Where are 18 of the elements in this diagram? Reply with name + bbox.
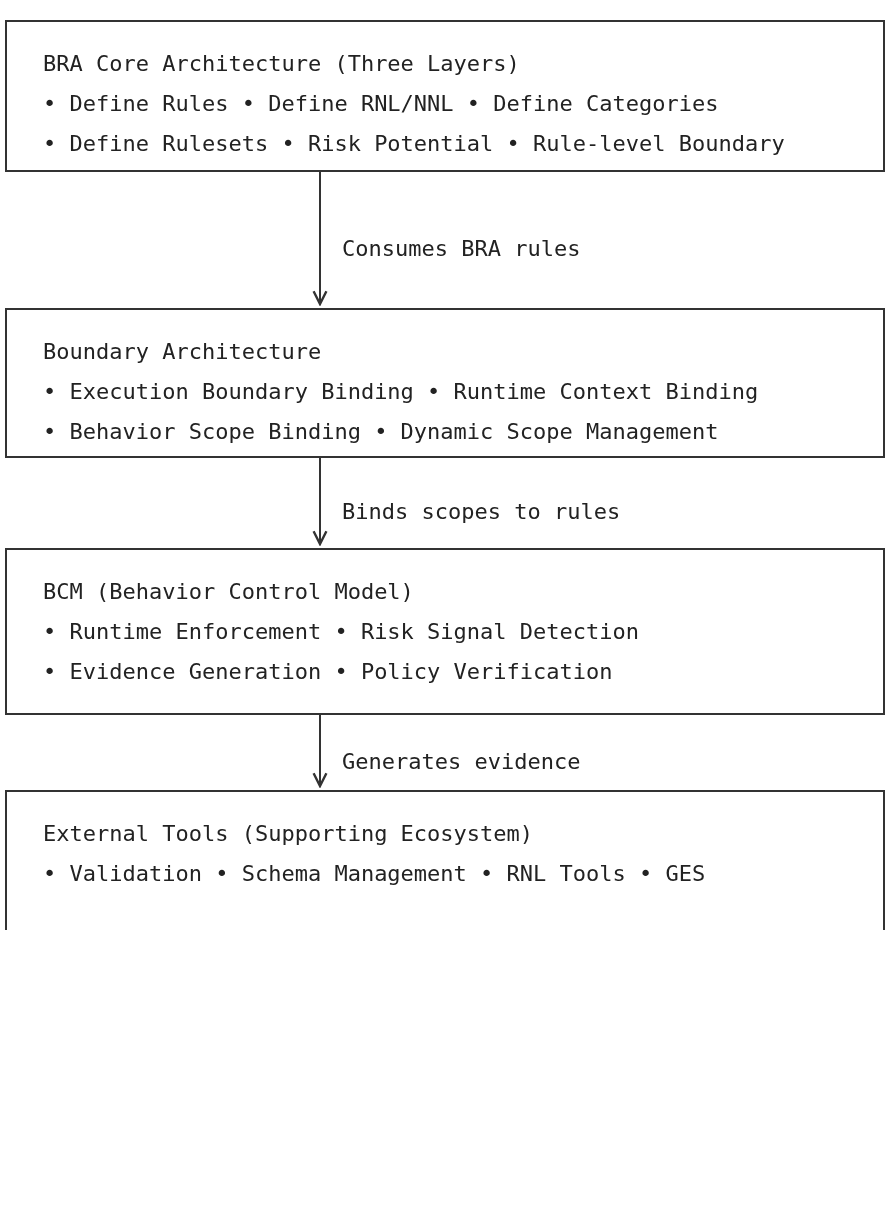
layer-box [5,308,885,458]
bullet-list: • Define Rulesets • Risk Potential • Rule-level Boundary [43,124,785,164]
bullet-list: • Behavior Scope Binding • Dynamic Scope Management [43,412,719,452]
bullet-list: • Validation • Schema Management • RNL Tools • GES [43,854,706,894]
layer-box [5,20,885,172]
layer-box [5,548,885,715]
layer-title: BCM (Behavior Control Model) [43,578,414,606]
bullet-list: • Define Rules • Define RNL/NNL • Define Categories [43,84,719,124]
layer-title: External Tools (Supporting Ecosystem) [43,820,534,848]
layer-title: Boundary Architecture [43,338,322,366]
bullet-list: • Runtime Enforcement • Risk Signal Detection [43,612,640,652]
bullet-list: • Evidence Generation • Policy Verification [43,652,613,692]
arrow [312,714,328,788]
layer-box [5,790,885,930]
bullet-list: • Execution Boundary Binding • Runtime Context Binding [43,372,759,412]
layer-title: BRA Core Architecture (Three Layers) [43,50,520,78]
arrow [312,171,328,306]
arrow [312,457,328,546]
